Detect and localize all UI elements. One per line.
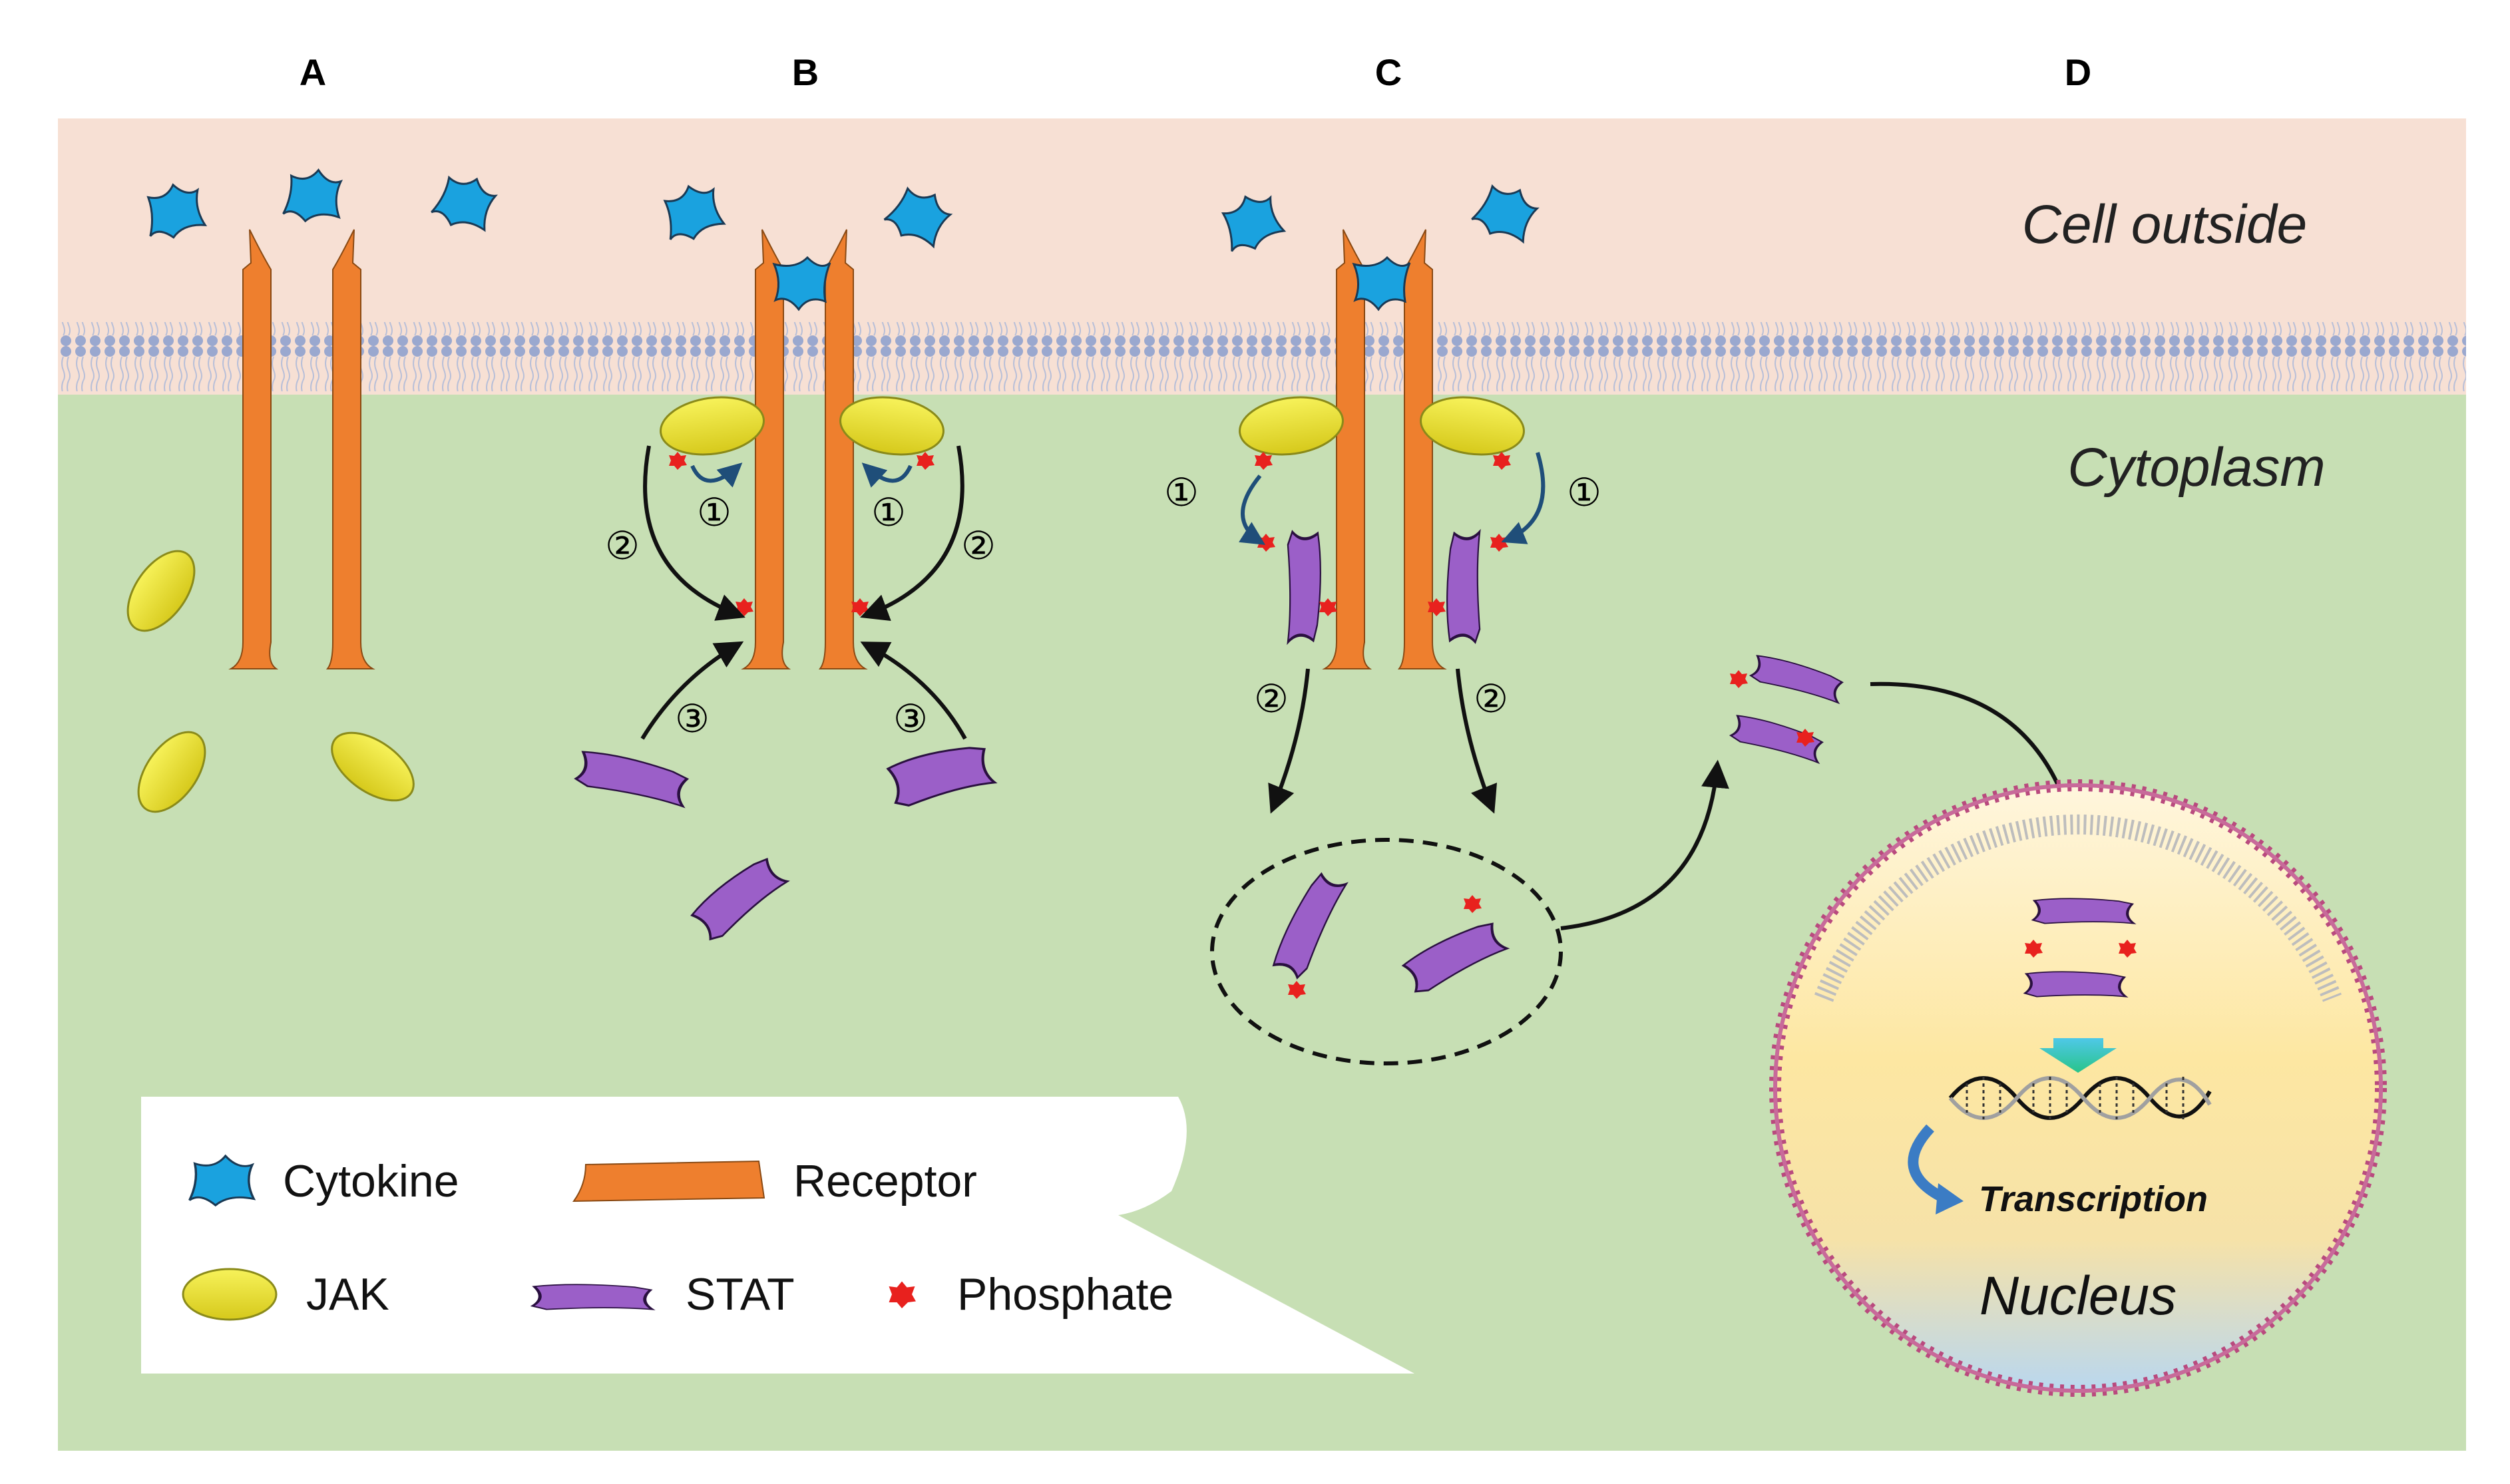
legend-box bbox=[141, 1097, 1414, 1374]
panel-b: ① ① ② ② ③ ③ bbox=[575, 178, 996, 944]
legend-jak-label: JAK bbox=[306, 1269, 389, 1320]
panel-label-d: D bbox=[2065, 51, 2091, 93]
panel-label-c: C bbox=[1375, 51, 1402, 93]
step-3-label: ③ bbox=[893, 697, 928, 741]
down-arrow-icon bbox=[2039, 1038, 2117, 1073]
panel-a bbox=[126, 166, 501, 813]
step-1-label: ① bbox=[697, 491, 732, 534]
stat-icon bbox=[532, 1284, 652, 1309]
jak-icon bbox=[839, 396, 944, 456]
legend-cytokine-label: Cytokine bbox=[283, 1156, 459, 1206]
cell-membrane bbox=[58, 322, 2466, 391]
legend-stat-label: STAT bbox=[686, 1269, 795, 1320]
legend-receptor-label: Receptor bbox=[793, 1156, 977, 1206]
curved-arrow-icon bbox=[1908, 1124, 1946, 1203]
transcription-label: Transcription bbox=[1979, 1179, 2208, 1219]
step-3-label: ③ bbox=[675, 697, 710, 741]
jak-icon bbox=[182, 1268, 278, 1321]
panel-label-b: B bbox=[792, 51, 819, 93]
step-1-label: ① bbox=[1567, 471, 1601, 514]
jak-icon bbox=[137, 731, 206, 813]
stat-icon bbox=[1288, 532, 1321, 642]
panel-c: ① ① ② ② bbox=[1164, 176, 2091, 1065]
panel-label-a: A bbox=[300, 51, 326, 93]
jak-icon bbox=[1420, 396, 1525, 456]
step-1-label: ① bbox=[871, 491, 906, 534]
step-1-label: ① bbox=[1164, 471, 1199, 514]
stat-icon bbox=[2033, 898, 2133, 923]
dna-helix-icon bbox=[1948, 1076, 2212, 1120]
phosphorylated-stat-group bbox=[1210, 838, 1563, 1065]
receptor-icon bbox=[572, 1160, 765, 1203]
step-2-label: ② bbox=[1474, 677, 1508, 721]
legend: Cytokine Receptor JAK STAT Phosphate bbox=[141, 1097, 1414, 1374]
jak-icon bbox=[660, 396, 765, 456]
jak-icon bbox=[331, 731, 415, 802]
nucleus-label: Nucleus bbox=[1980, 1266, 2177, 1326]
nucleus: Transcription Nucleus bbox=[1769, 779, 2387, 1397]
cytoplasm-label: Cytoplasm bbox=[2067, 437, 2325, 498]
cell-outside-label: Cell outside bbox=[2022, 194, 2307, 255]
jak-icon bbox=[1239, 396, 1344, 456]
stat-icon bbox=[1447, 532, 1480, 642]
jak-icon bbox=[126, 550, 196, 632]
step-2-label: ② bbox=[605, 524, 640, 568]
step-2-label: ② bbox=[961, 524, 996, 568]
legend-phosphate-label: Phosphate bbox=[957, 1269, 1173, 1320]
stat-icon bbox=[2025, 972, 2125, 996]
step-2-label: ② bbox=[1254, 677, 1289, 721]
